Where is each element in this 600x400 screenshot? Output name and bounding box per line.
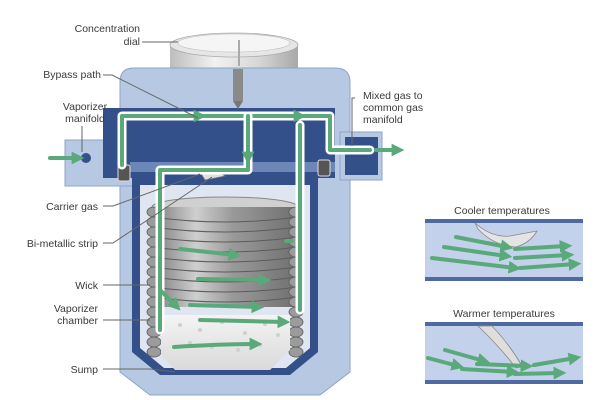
- svg-text:chamber: chamber: [57, 315, 98, 327]
- label-carrier-gas: Carrier gas: [46, 201, 98, 213]
- inset-cooler: Cooler temperatures: [425, 205, 583, 281]
- label-sump: Sump: [71, 364, 99, 376]
- svg-text:Vaporizer: Vaporizer: [63, 101, 108, 113]
- label-concentration-dial: Concentration dial: [75, 23, 141, 48]
- svg-text:Bypass path: Bypass path: [43, 69, 101, 81]
- gas-flow: [48, 109, 405, 351]
- label-vaporizer-chamber: Vaporizer chamber: [54, 303, 99, 327]
- svg-text:Cooler temperatures: Cooler temperatures: [454, 205, 550, 217]
- inset-warmer: Warmer temperatures: [425, 308, 583, 384]
- svg-text:common gas: common gas: [363, 102, 423, 114]
- svg-text:manifold: manifold: [363, 114, 403, 126]
- label-mixed-gas: Mixed gas to common gas manifold: [363, 90, 423, 126]
- svg-text:manifold: manifold: [65, 113, 105, 125]
- svg-text:Mixed gas to: Mixed gas to: [363, 90, 423, 102]
- label-bimetallic-strip: Bi-metallic strip: [27, 238, 98, 250]
- bimetallic-strip-cooler: [474, 222, 538, 248]
- label-vaporizer-manifold: Vaporizer manifold: [63, 101, 108, 125]
- svg-text:Warmer temperatures: Warmer temperatures: [453, 308, 555, 320]
- svg-text:Wick: Wick: [75, 280, 98, 292]
- svg-text:dial: dial: [124, 36, 140, 48]
- label-bypass-path: Bypass path: [43, 69, 101, 81]
- svg-text:Vaporizer: Vaporizer: [54, 303, 99, 315]
- leader-lines: [81, 41, 355, 373]
- label-wick: Wick: [75, 280, 98, 292]
- svg-text:Bi-metallic strip: Bi-metallic strip: [27, 238, 98, 250]
- svg-text:Concentration: Concentration: [75, 23, 141, 35]
- concentration-dial: [169, 32, 299, 70]
- svg-text:Carrier gas: Carrier gas: [46, 201, 98, 213]
- svg-text:Sump: Sump: [71, 364, 99, 376]
